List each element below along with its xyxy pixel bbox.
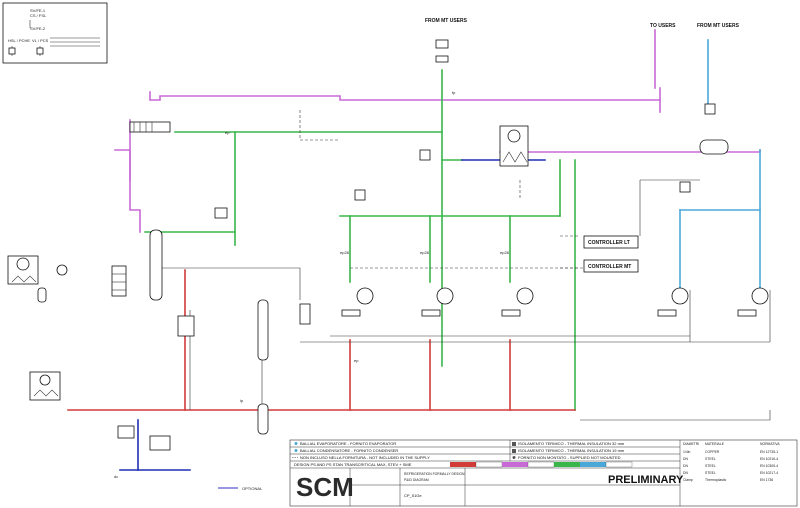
to-users-label: TO USERS [650, 23, 676, 29]
line-label-ep28-3: ep28 [500, 250, 510, 255]
compressors-lt [657, 287, 769, 317]
controller-boxes: CONTROLLER LT CONTROLLER MT [583, 235, 639, 273]
material-mat: Thermoplastic [705, 478, 727, 482]
legend-box: SV/FE-1 CS / FSL SV/FE-2 HSL / PCHE VL /… [2, 2, 108, 64]
optional-legend: OPTIONAL [218, 486, 263, 491]
material-size: Clamp [683, 478, 693, 482]
materials-rows: 1/4in COPPER EN 12735-1 DN STEEL EN 1021… [683, 450, 778, 482]
pump-unit-left [7, 255, 68, 303]
material-norm: EN 1736 [760, 478, 773, 482]
drawing-title-2: P&ID DIAGRAM [404, 478, 429, 482]
line-label-ep: ep [225, 130, 230, 135]
top-right-exchanger [699, 103, 729, 155]
receiver-tank [149, 229, 163, 301]
legend-title-2: CS / FSL [30, 13, 47, 18]
material-size: DN [683, 464, 688, 468]
material-size: DN [683, 471, 688, 475]
accumulator [257, 403, 269, 435]
valves [117, 39, 691, 451]
material-size: 1/4in [683, 450, 690, 454]
material-mat: STEEL [705, 457, 716, 461]
drawing-title-1: REFRIGERATION FORMALLY DESIGN [404, 472, 465, 476]
heat-exchanger-left [111, 265, 127, 297]
material-header-3: NORMATIVA [760, 442, 780, 446]
material-mat: STEEL [705, 471, 716, 475]
drawing-code: CP_51Ge [404, 493, 422, 498]
controller-lt-label: CONTROLLER LT [588, 240, 630, 246]
line-label-ep28-2: ep28 [420, 250, 430, 255]
swatch-suction [554, 462, 580, 467]
line-label-ip: ip [240, 398, 244, 403]
tb-row1-right: ISOLAMENTO TERMICO - THERMAL INSULATION … [518, 441, 625, 446]
tb-row1-left: BALLIAL EVAPORATORE - FORNITO EVAPORATOR [300, 441, 396, 446]
black-lines [150, 110, 771, 421]
tb-row3-right: FORNITO NON MONTATO - SUPPLIED NOT MOUNT… [518, 455, 621, 460]
preliminary-stamp: PRELIMINARY [608, 474, 684, 486]
water-exchanger-lower-left [29, 371, 61, 401]
material-norm: EN 10217-4 [760, 471, 778, 475]
material-norm: EN 10216-4 [760, 457, 778, 461]
swatch-discharge [502, 462, 528, 467]
blue-lines [119, 159, 546, 471]
material-norm: EN 10305-4 [760, 464, 778, 468]
material-size: DN [683, 457, 688, 461]
line-label-dc: dc [114, 474, 118, 479]
line-label-ep28-1: ep28 [340, 250, 350, 255]
tb-row2-right: ISOLAMENTO TERMICO - THERMAL INSULATION … [518, 448, 625, 453]
legend-title-3: SV/FE-2 [30, 26, 46, 31]
gas-cooler [129, 121, 171, 133]
optional-label: OPTIONAL [242, 486, 263, 491]
line-label-fp: fp [452, 90, 456, 95]
controller-mt-label: CONTROLLER MT [588, 264, 631, 270]
swatch-water [580, 462, 606, 467]
compressors-mt [341, 287, 534, 317]
swatch-liquid [450, 462, 476, 467]
tb-row2-left: BALLIAL CONDENSATORE - FORNITO CONDENSER [300, 448, 398, 453]
legend-item-1: HSL / PCHE [8, 38, 30, 43]
title-block: BALLIAL EVAPORATORE - FORNITO EVAPORATOR… [289, 439, 798, 507]
line-label-ep22: ep [354, 358, 359, 363]
scm-logo: SCM [296, 472, 354, 502]
legend-item-2: VL / PCS [32, 38, 49, 43]
tb-row4-left: DESIGN PS AND PS STAN TRANSCRITICAL MAX,… [294, 462, 412, 467]
material-mat: STEEL [705, 464, 716, 468]
water-lines [679, 39, 761, 291]
material-header-2: MATERIALE [705, 442, 725, 446]
top-exchanger [499, 125, 529, 167]
from-users-label-1: FROM MT USERS [425, 18, 468, 24]
liquid-lines [67, 269, 576, 411]
separator [257, 299, 269, 361]
suction-lines [144, 69, 576, 411]
material-norm: EN 12735-1 [760, 450, 778, 454]
material-mat: COPPER [705, 450, 720, 454]
from-users-label-2: FROM MT USERS [697, 23, 740, 29]
material-header-1: DIAMETRI [683, 442, 699, 446]
legend-title-1: SV/FE-1 [30, 8, 46, 13]
tb-row3-left: NON INCLUSO NELLA FORNITURA - NOT INCLUD… [300, 455, 430, 460]
